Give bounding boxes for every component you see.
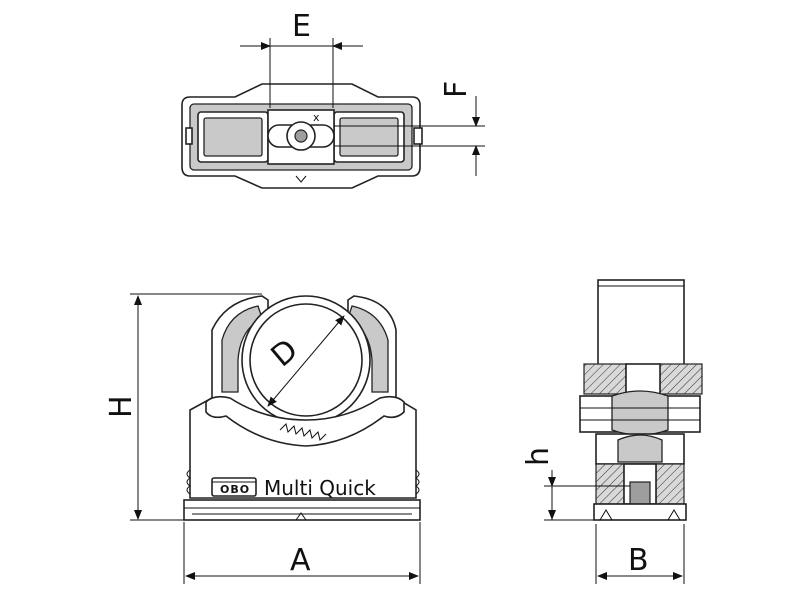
label-h-small: h [521, 447, 556, 466]
label-e: E [292, 9, 311, 44]
top-view: x [181, 83, 423, 189]
dimension-b: B [595, 524, 685, 584]
dimension-h: H [104, 293, 262, 521]
dimension-a: A [183, 522, 421, 584]
label-a: A [290, 543, 311, 578]
front-view: D OBO Multi Quick [183, 295, 421, 521]
obo-logo: OBO [220, 483, 250, 496]
side-view [579, 279, 703, 521]
dimension-e: E [240, 9, 363, 108]
label-b: B [628, 543, 649, 578]
brand-text: Multi Quick [264, 476, 376, 500]
top-mark-text: x [313, 111, 320, 124]
dimension-f: F [334, 81, 485, 176]
label-h: H [104, 395, 139, 418]
dimension-h-small: h [521, 447, 630, 521]
label-f: F [439, 81, 474, 98]
